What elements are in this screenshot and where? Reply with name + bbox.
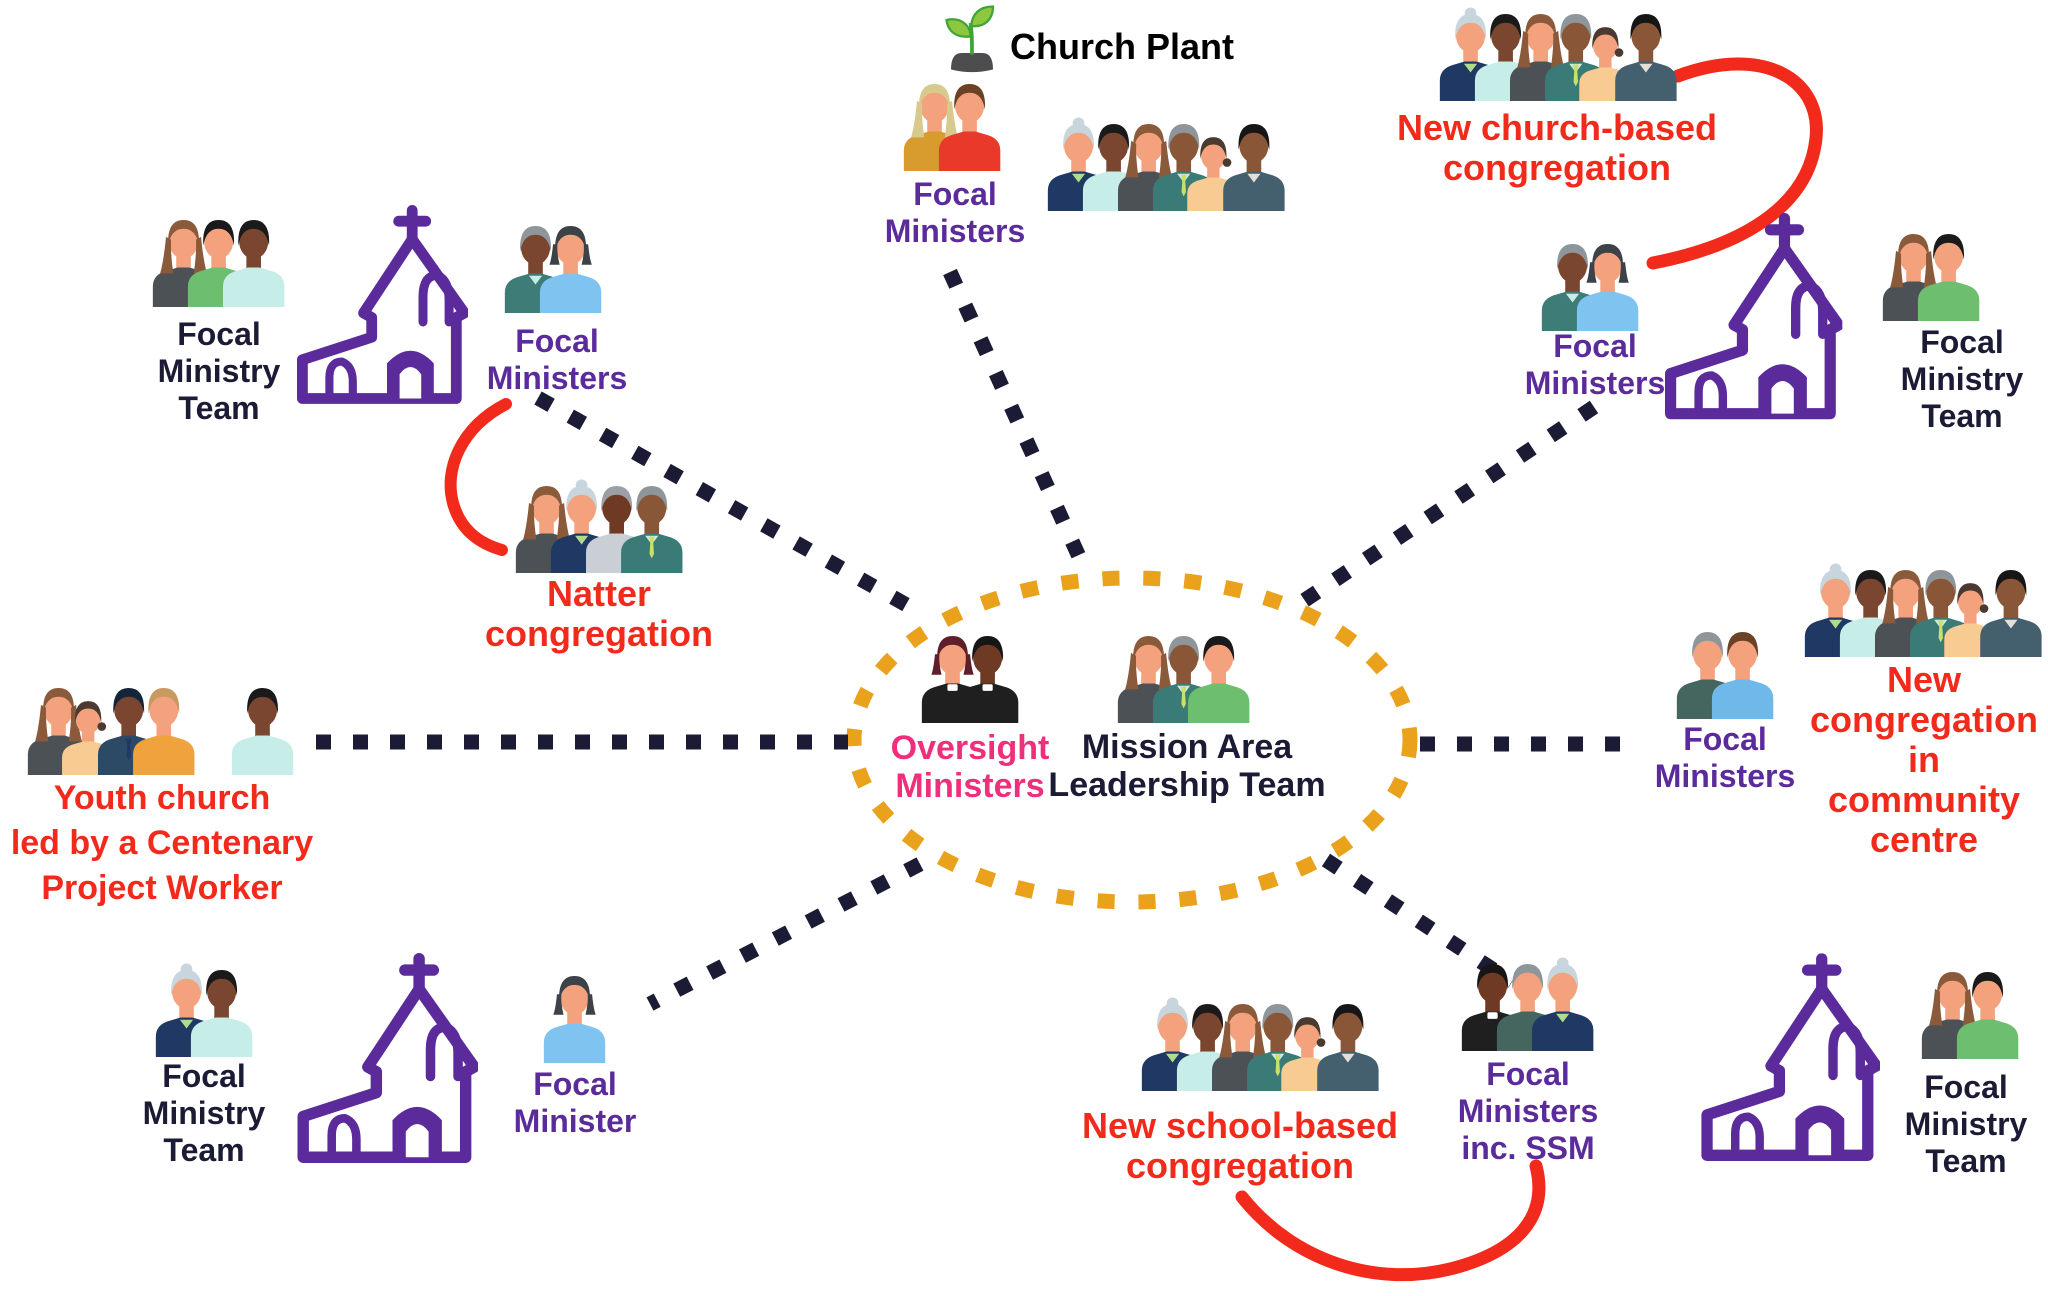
red-arrow-new-church xyxy=(1646,57,1823,270)
label-youth-church: Youth church led by a Centenary Project … xyxy=(10,779,314,907)
label-natter-congregation: Natter congregation xyxy=(484,573,714,654)
church-icon-top-right xyxy=(1650,213,1848,442)
label-focal-minister-bl: Focal Minister xyxy=(513,1066,637,1139)
label-focal-ministers-ssm: Focal Ministers inc. SSM xyxy=(1457,1056,1599,1166)
people-focal-ministers-tr xyxy=(1536,236,1644,331)
people-focal-ministers-plant xyxy=(898,76,1006,171)
people-focal-minister-bl xyxy=(538,968,611,1063)
label-focal-ministry-team-bl: Focal Ministry Team xyxy=(142,1058,266,1168)
label-oversight-ministers: Oversight Ministers xyxy=(890,729,1050,805)
red-arrow-natter xyxy=(444,398,512,556)
label-mission-area-leadership-team: Mission Area Leadership Team xyxy=(1048,728,1326,804)
people-mission-area-leadership-team xyxy=(1112,628,1255,723)
connector-top-right xyxy=(1297,400,1599,609)
label-focal-ministry-team-tl: Focal Ministry Team xyxy=(157,316,281,426)
connector-bottom-right xyxy=(1321,853,1517,989)
people-focal-ministers-tl xyxy=(499,218,607,313)
people-school-congregation xyxy=(1136,996,1384,1091)
red-arrow-new-school xyxy=(1235,1159,1546,1282)
label-focal-ministry-team-br: Focal Ministry Team xyxy=(1904,1069,2028,1179)
people-focal-ministry-team-tr xyxy=(1877,226,1985,321)
connector-bottom-left xyxy=(646,857,924,1011)
label-church-plant: Church Plant xyxy=(1009,26,1235,67)
people-focal-ministry-team-tl xyxy=(147,212,290,307)
church-icon-top-left xyxy=(288,202,468,429)
people-focal-ministry-team-bl xyxy=(150,962,258,1057)
people-oversight-ministers xyxy=(916,628,1024,723)
people-natter-congregation xyxy=(510,478,688,573)
people-plant-congregation xyxy=(1042,116,1290,211)
label-focal-ministers-tl: Focal Ministers xyxy=(486,323,628,396)
people-centenary-project-worker xyxy=(226,680,299,775)
people-youth-church xyxy=(22,680,200,775)
people-focal-ministry-team-br xyxy=(1916,964,2024,1059)
connector-top-center xyxy=(943,268,1093,576)
label-school-congregation: New school-based congregation xyxy=(1081,1105,1399,1186)
people-focal-ministers-right xyxy=(1671,624,1779,719)
church-icon-bottom-left xyxy=(288,952,478,1187)
church-icon-bottom-right xyxy=(1692,952,1880,1185)
label-plant-focal-ministers: Focal Ministers xyxy=(884,176,1026,249)
people-community-centre-congregation xyxy=(1799,562,2047,657)
label-focal-ministry-team-tr: Focal Ministry Team xyxy=(1900,324,2024,434)
seedling-icon xyxy=(942,0,1002,76)
label-focal-ministers-right: Focal Ministers xyxy=(1654,721,1796,794)
label-community-centre-congregation: New congregation in community centre xyxy=(1809,659,2039,860)
leadership-ellipse xyxy=(846,570,1418,910)
people-focal-ministers-ssm xyxy=(1456,956,1599,1051)
people-new-church-congregation xyxy=(1434,6,1682,101)
label-focal-ministers-tr: Focal Ministers xyxy=(1524,328,1666,401)
label-new-church-congregation: New church-based congregation xyxy=(1396,107,1718,188)
